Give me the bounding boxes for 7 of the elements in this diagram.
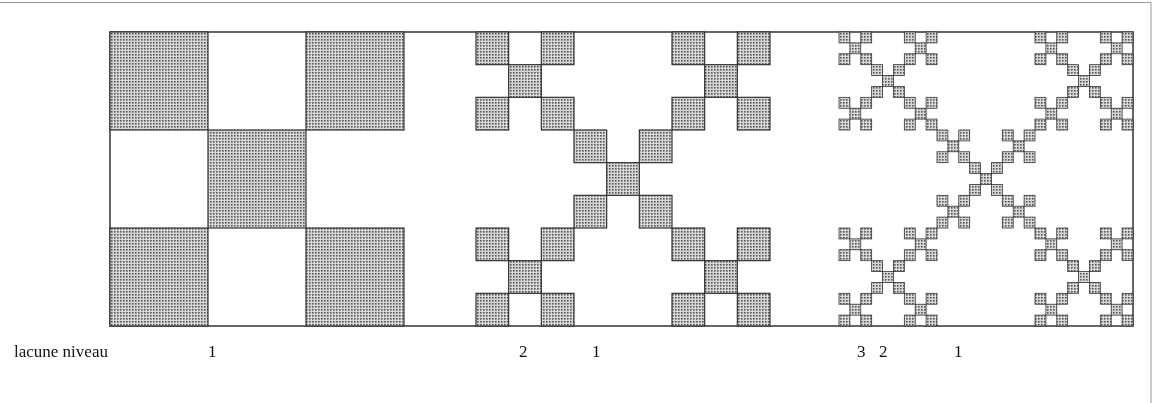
level-number: 1	[954, 343, 963, 360]
axis-label: lacune niveau	[14, 343, 108, 360]
level-number: 2	[879, 343, 888, 360]
level-number: 1	[208, 343, 217, 360]
level-number: 3	[857, 343, 866, 360]
level-number: 2	[519, 343, 528, 360]
level-number: 1	[592, 343, 601, 360]
